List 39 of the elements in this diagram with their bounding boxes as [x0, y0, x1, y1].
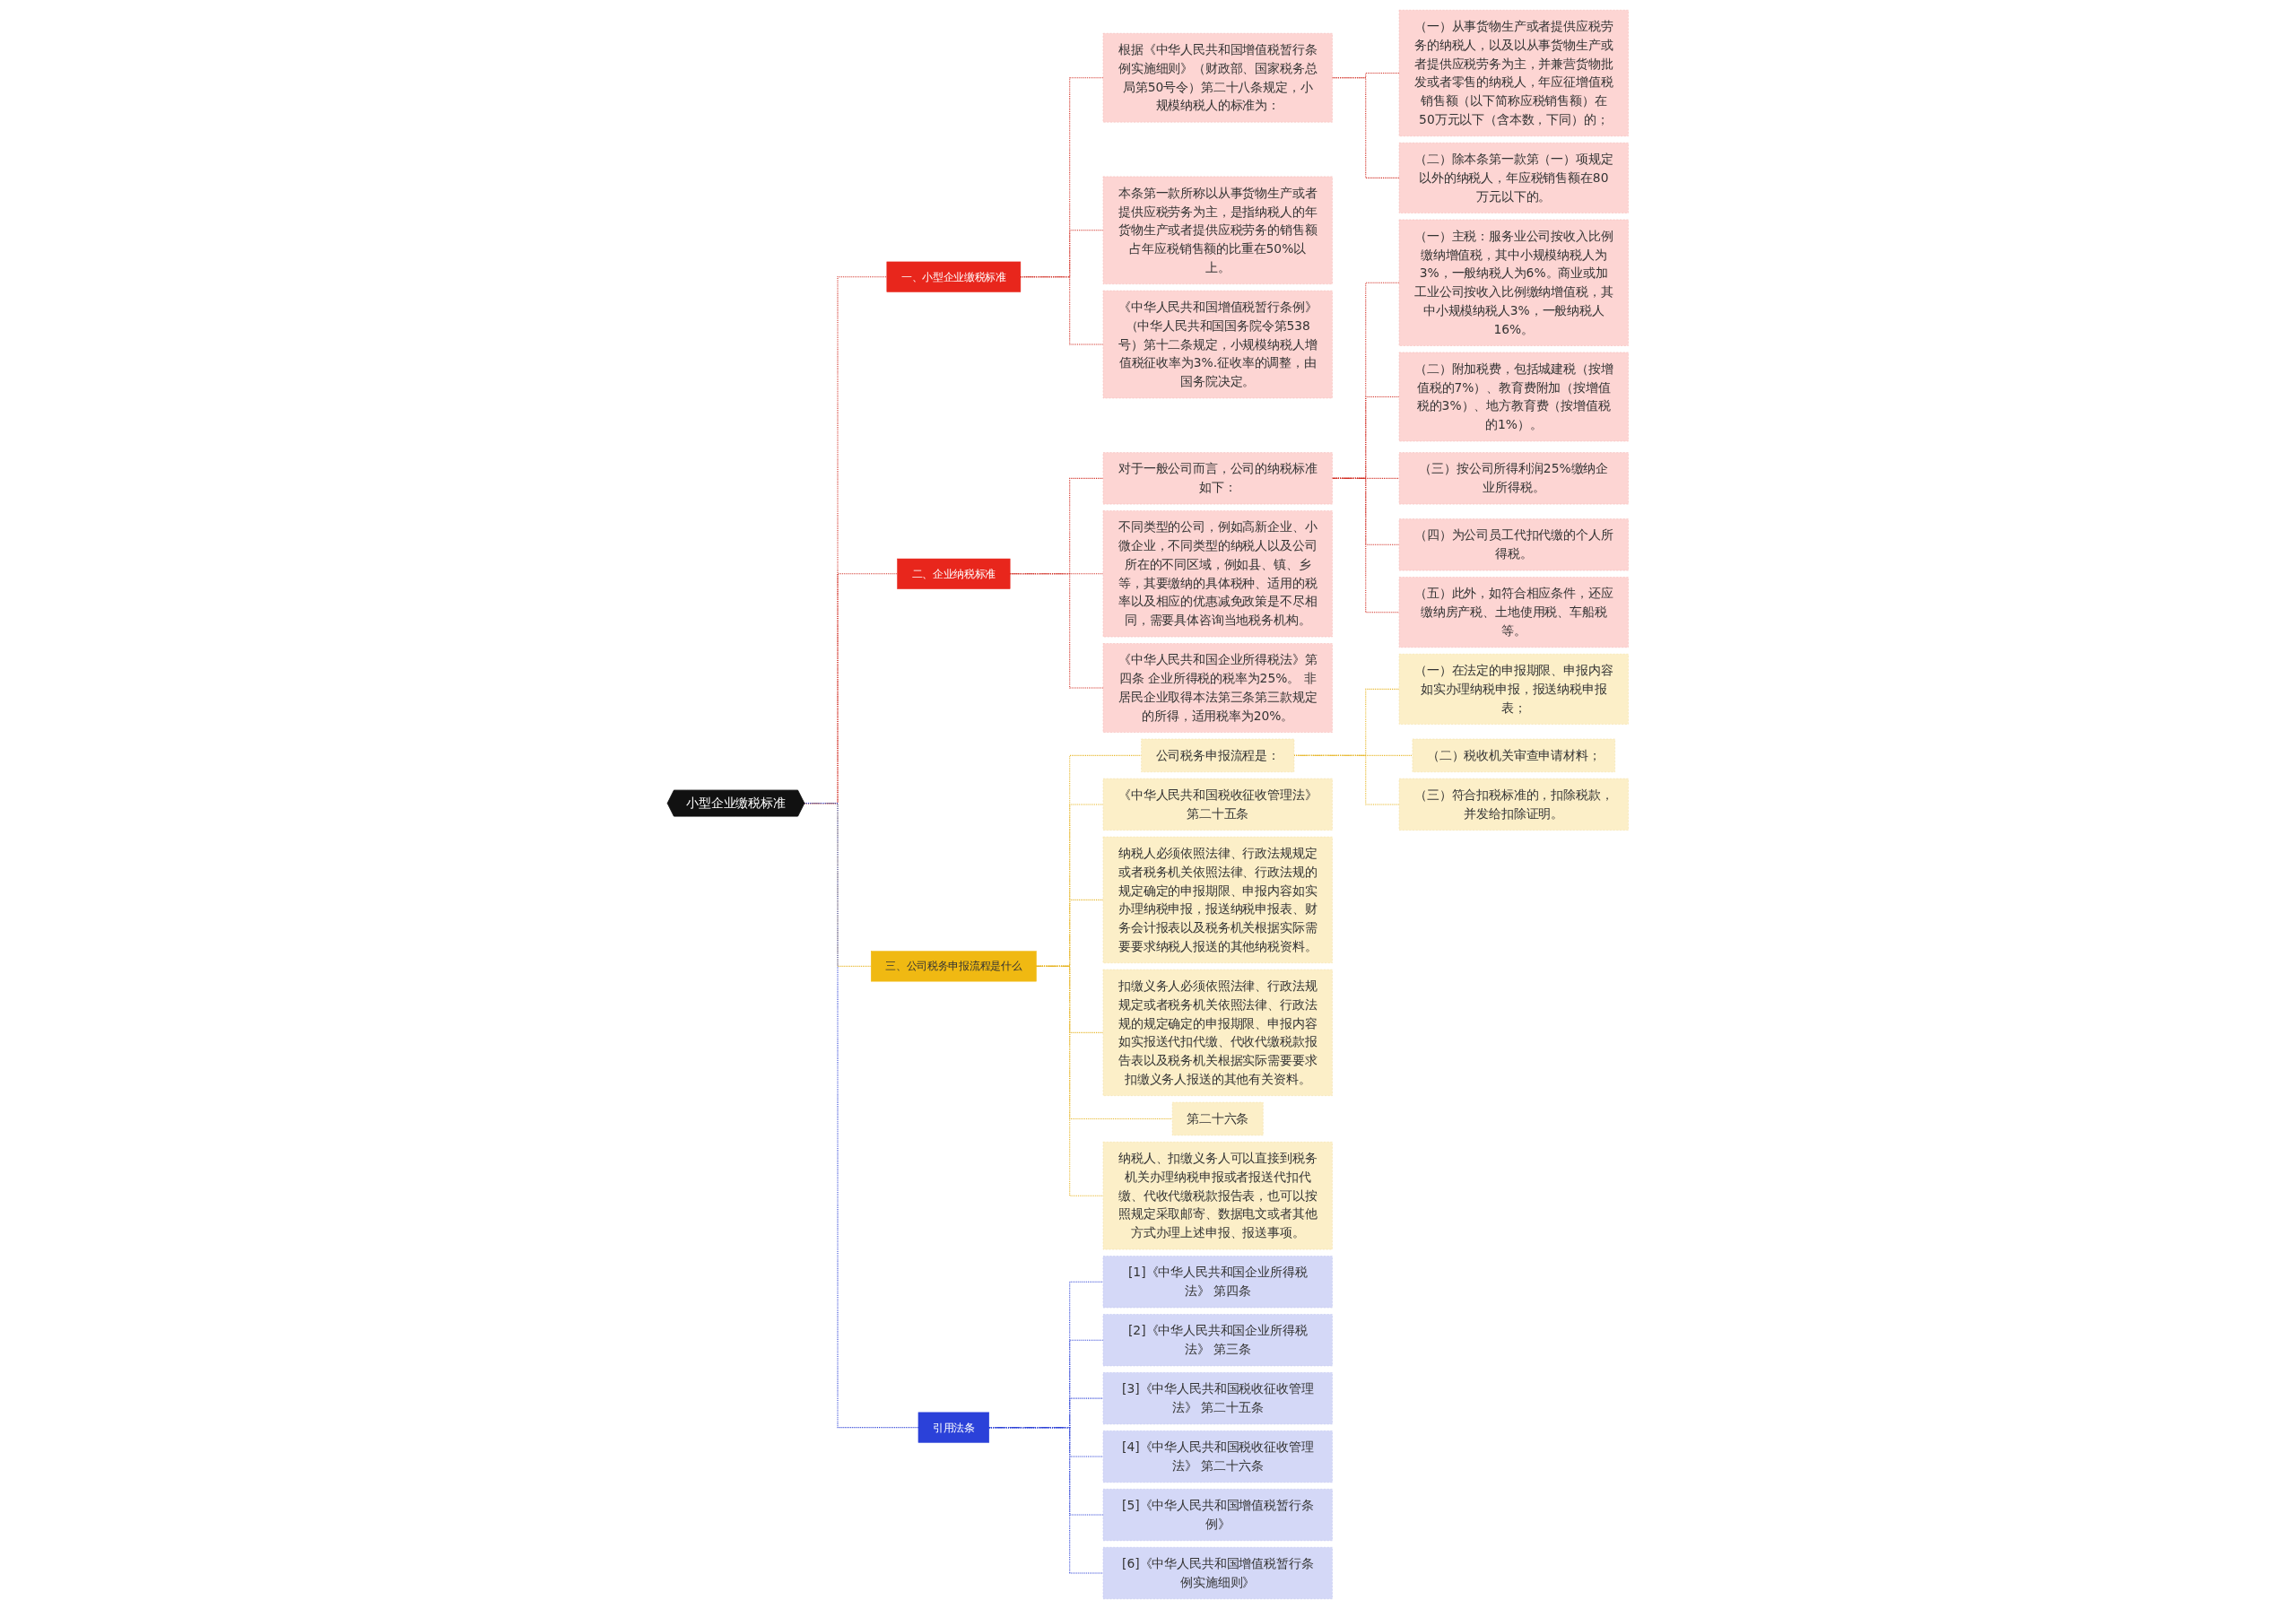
- node-box: 对于一般公司而言，公司的纳税标准如下：: [1102, 452, 1333, 505]
- node-box: （二）附加税费，包括城建税（按增值税的7%）、教育费附加（按增值税的3%）、地方教育费（按增值税的1%）。: [1398, 352, 1629, 442]
- node-box: 三、公司税务申报流程是什么: [871, 951, 1037, 982]
- connector: [988, 1427, 1104, 1574]
- node-box: [6]《中华人民共和国增值税暂行条例实施细则》: [1102, 1546, 1333, 1599]
- node-box: （四）为公司员工代扣代缴的个人所得税。: [1398, 518, 1629, 571]
- node-box: （一）从事货物生产或者提供应税劳务的纳税人，以及以从事货物生产或者提供应税劳务为主，并兼营货物批发或者零售的纳税人，年应征增值税销售额（以下简称应税销售额）在50万元以下（含本数，下同）的；: [1398, 10, 1629, 137]
- node-box: 公司税务申报流程是：: [1141, 738, 1295, 772]
- connector: [1036, 965, 1104, 1196]
- node-box: 不同类型的公司，例如高新企业、小微企业，不同类型的纳税人以及公司所在的不同区域，例如县、镇、乡等，其要缴纳的具体税种、适用的税率以及相应的优惠减免政策是不尽相同，需要具体咨询当地税务机构。: [1102, 510, 1333, 638]
- node-box: 纳税人、扣缴义务人可以直接到税务机关办理纳税申报或者报送代扣代缴、代收代缴税款报告表，也可以按照规定采取邮寄、数据电文或者其他方式办理上述申报、报送事项。: [1102, 1142, 1333, 1250]
- node-box: 根据《中华人民共和国增值税暂行条例实施细则》（财政部、国家税务总局第50号令）第二十八条规定，小规模纳税人的标准为：: [1102, 32, 1333, 123]
- node-box: 扣缴义务人必须依照法律、行政法规规定或者税务机关依照法律、行政法规的规定确定的申报期限、申报内容如实报送代扣代缴、代收代缴税款报告表以及税务机关根据实际需要要求扣缴义务人报送的其他有关资料。: [1102, 969, 1333, 1096]
- node-box: 一、小型企业缴税标准: [886, 261, 1022, 292]
- connector: [1020, 276, 1104, 345]
- connector: [1332, 477, 1400, 613]
- node-box: [4]《中华人民共和国税收征收管理法》 第二十六条: [1102, 1431, 1333, 1483]
- node-box: 《中华人民共和国税收征收管理法》第二十五条: [1102, 778, 1333, 831]
- node-box: （五）此外，如符合相应条件，还应缴纳房产税、土地使用税、车船税等。: [1398, 577, 1629, 648]
- node-box: [1]《中华人民共和国企业所得税法》 第四条: [1102, 1256, 1333, 1309]
- node-box: （一）主税：服务业公司按收入比例缴纳增值税，其中小规模纳税人为3%，一般纳税人为6%。商业或加工业公司按收入比例缴纳增值税，其中小规模纳税人3%，一般纳税人16%。: [1398, 219, 1629, 346]
- connector: [1332, 77, 1400, 178]
- node-box: （二）除本条第一款第（一）项规定以外的纳税人，年应税销售额在80万元以下的。: [1398, 143, 1629, 213]
- node-box: [5]《中华人民共和国增值税暂行条例》: [1102, 1489, 1333, 1542]
- node-box: （一）在法定的申报期限、申报内容如实办理纳税申报，报送纳税申报表；: [1398, 653, 1629, 725]
- node-box: （二）税收机关审查申请材料；: [1412, 738, 1615, 772]
- node-box: 第二十六条: [1172, 1101, 1264, 1136]
- node-box: （三）符合扣税标准的，扣除税款，并发给扣除证明。: [1398, 778, 1629, 831]
- node-box: 二、企业纳税标准: [897, 558, 1011, 589]
- node-box: 引用法条: [918, 1412, 990, 1443]
- node-box: [3]《中华人民共和国税收征收管理法》 第二十五条: [1102, 1372, 1333, 1425]
- node-box: 纳税人必须依照法律、行政法规规定或者税务机关依照法律、行政法规的规定确定的申报期限、申报内容如实办理纳税申报，报送纳税申报表、财务会计报表以及税务机关根据实际需要要求纳税人报送的其他纳税资料。: [1102, 836, 1333, 963]
- node-box: （三）按公司所得利润25%缴纳企业所得税。: [1398, 452, 1629, 505]
- node-box: 《中华人民共和国增值税暂行条例》（中华人民共和国国务院令第538号）第十二条规定，小规模纳税人增值税征收率为3%.征收率的调整，由国务院决定。: [1102, 290, 1333, 399]
- node-box: 本条第一款所称以从事货物生产或者提供应税劳务为主，是指纳税人的年货物生产或者提供应税劳务的销售额占年应税销售额的比重在50%以上。: [1102, 176, 1333, 284]
- connector: [1009, 573, 1104, 689]
- node-box: [2]《中华人民共和国企业所得税法》 第三条: [1102, 1314, 1333, 1367]
- node-box: 《中华人民共和国企业所得税法》第四条 企业所得税的税率为25%。 非居民企业取得本法第三条第三款规定的所得，适用税率为20%。: [1102, 643, 1333, 733]
- connector: [1293, 754, 1400, 805]
